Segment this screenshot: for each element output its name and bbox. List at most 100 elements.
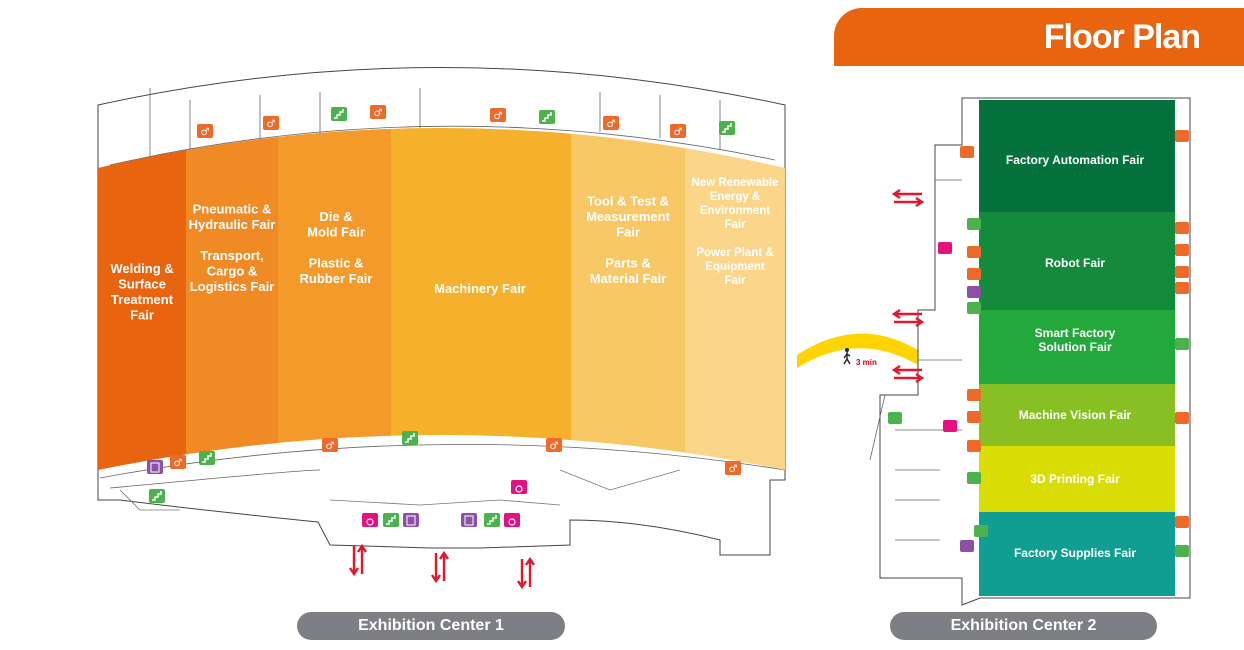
center1-north-inner-wall (109, 125, 776, 166)
hall-label-3d-printing: 3D Printing Fair (1030, 472, 1120, 486)
center2-facility-icons (888, 130, 1189, 557)
hall-label-line: Factory Automation Fair (1006, 153, 1145, 167)
svg-text:♂: ♂ (174, 458, 183, 469)
hall-label-line: Fair (616, 224, 640, 239)
entrance-arrows-icon (891, 189, 925, 207)
wheelchair-icon (943, 420, 957, 432)
restroom-icon (1175, 222, 1189, 234)
hall-label-line: Fair (724, 275, 746, 287)
restroom-icon: ♂ (603, 116, 619, 130)
svg-text:♂: ♂ (326, 441, 335, 452)
hall-label-line: Power Plant & (696, 247, 773, 259)
elevator-icon (461, 513, 477, 527)
hall-label-line: Factory Supplies Fair (1014, 546, 1136, 560)
hall-label-line: Mold Fair (307, 225, 365, 240)
center1-facility-icons: ♂ ♂ ♂ ♂ ♂ ♂ ♂ ♂ ♂ ♂ (147, 105, 741, 527)
hall-band-welding[interactable] (98, 80, 186, 500)
stairs-icon (974, 525, 988, 537)
hall-band-machine-vision[interactable] (979, 384, 1175, 446)
hall-band-tool-parts[interactable] (571, 80, 685, 500)
hall-band-factory-supplies[interactable] (979, 512, 1175, 596)
wheelchair-icon (511, 480, 527, 494)
hall-label-line: Measurement (586, 209, 670, 224)
restroom-icon (1175, 412, 1189, 424)
hall-label-line: Rubber Fair (300, 271, 373, 286)
hall-label-robot: Robot Fair (1045, 256, 1105, 270)
restroom-icon (1175, 516, 1189, 528)
page-title: Floor Plan (1043, 18, 1201, 56)
hall-band-3d-printing[interactable] (979, 446, 1175, 512)
hall-label-line: Energy & (710, 191, 761, 203)
hall-label-line: Equipment (705, 261, 765, 273)
hall-label-line: Hydraulic Fair (189, 217, 276, 232)
stairs-icon (967, 218, 981, 230)
hall-label-line: Logistics Fair (190, 279, 275, 294)
hall-label-line: Surface (118, 276, 166, 291)
stairs-icon (331, 107, 347, 121)
restroom-icon (967, 411, 981, 423)
svg-text:♂: ♂ (201, 127, 210, 138)
restroom-icon: ♂ (490, 108, 506, 122)
svg-text:♂: ♂ (267, 119, 276, 130)
elevator-icon (960, 540, 974, 552)
exhibition-center-2-label[interactable]: Exhibition Center 2 (890, 612, 1157, 640)
hall-label-line: Material Fair (590, 271, 667, 286)
stairs-icon (383, 513, 399, 527)
stairs-icon (1175, 545, 1189, 557)
restroom-icon (1175, 266, 1189, 278)
hall-label-line: Welding & (110, 261, 173, 276)
hall-label-line (733, 233, 736, 245)
hall-label-line: Environment (700, 205, 770, 217)
hall-band-renewable-power[interactable] (685, 80, 785, 500)
hall-band-robot[interactable] (979, 212, 1175, 310)
walkway-time: 3 min (856, 358, 877, 367)
hall-label-line: Machine Vision Fair (1019, 408, 1132, 422)
hall-band-smart-factory[interactable] (979, 310, 1175, 384)
hall-label-line: 3D Printing Fair (1030, 472, 1120, 486)
hall-band-pneumatic-transport[interactable] (186, 80, 278, 500)
hall-band-machinery[interactable] (391, 80, 571, 500)
hall-label-machinery: Machinery Fair (434, 281, 526, 296)
hall-label-factory-supplies: Factory Supplies Fair (1014, 546, 1136, 560)
floor-plan-header: Floor Plan (834, 8, 1244, 66)
restroom-icon: ♂ (263, 116, 279, 130)
entrance-arrows-icon (891, 309, 925, 327)
center1-lobby-walls (119, 469, 681, 511)
exhibition-center-1-label[interactable]: Exhibition Center 1 (297, 612, 565, 640)
svg-text:♂: ♂ (494, 111, 503, 122)
restroom-icon (967, 440, 981, 452)
walking-person-icon (843, 348, 851, 365)
center2-west-corridor (869, 179, 962, 541)
stairs-icon (1175, 338, 1189, 350)
svg-text:♂: ♂ (374, 108, 383, 119)
center1-hall-bands (98, 80, 785, 500)
hall-label-line: Transport, (200, 248, 264, 263)
walkway-arc (797, 333, 918, 368)
center1-entrance-arrows (349, 543, 535, 590)
restroom-icon: ♂ (197, 124, 213, 138)
wheelchair-icon (362, 513, 378, 527)
stairs-icon (484, 513, 500, 527)
hall-band-die-plastic[interactable] (278, 80, 391, 500)
hall-label-line: Fair (724, 219, 746, 231)
hall-band-factory-automation[interactable] (979, 100, 1175, 212)
svg-text:♂: ♂ (607, 119, 616, 130)
center1-north-corridor (149, 88, 721, 160)
stairs-icon (967, 472, 981, 484)
restroom-icon: ♂ (322, 438, 338, 452)
hall-label-line: Smart Factory (1035, 326, 1116, 340)
walkway-connector: 3 min (797, 333, 918, 368)
center2-hall-labels: Factory Automation Fair Robot Fair Smart… (1006, 153, 1145, 560)
hall-label-line: New Renewable (692, 177, 779, 189)
hall-label-line: Tool & Test & (587, 193, 669, 208)
wheelchair-icon (504, 513, 520, 527)
center1-south-inner-wall (99, 443, 786, 489)
elevator-icon (403, 513, 419, 527)
stairs-icon (967, 302, 981, 314)
hall-label-line (334, 240, 338, 255)
svg-text:♂: ♂ (729, 464, 738, 475)
